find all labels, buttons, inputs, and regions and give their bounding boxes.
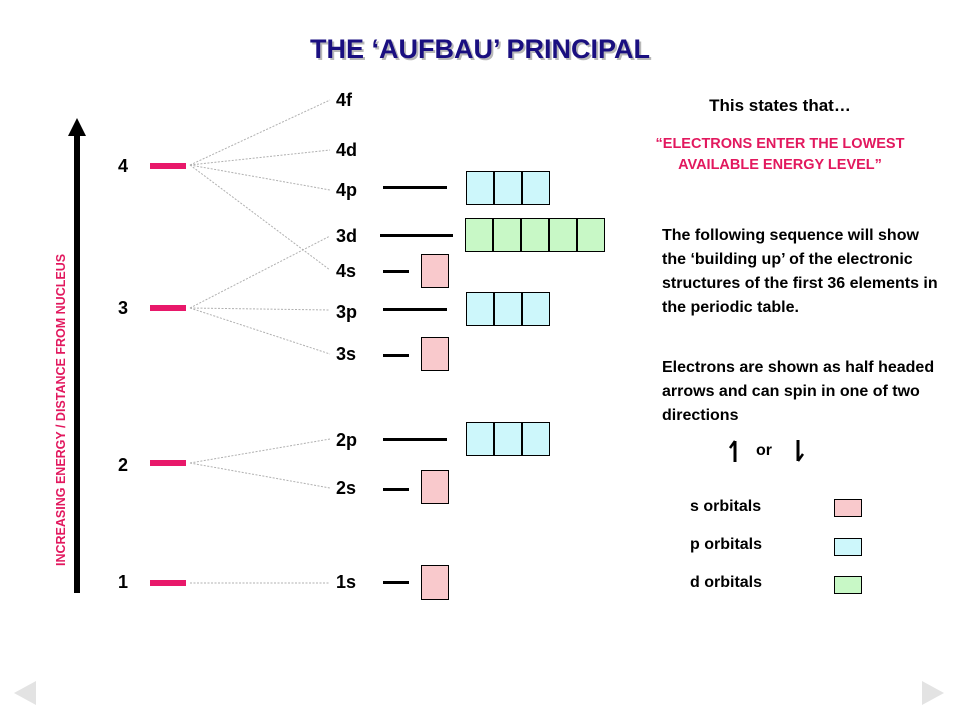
energy-line-2p — [383, 438, 447, 441]
legend-label-p: p orbitals — [690, 536, 763, 553]
shell-bar-2 — [150, 460, 186, 466]
energy-axis-arrowhead — [68, 118, 86, 136]
explanation-intro: This states that… — [709, 96, 851, 115]
energy-line-1s — [383, 581, 409, 584]
connector-2-2p — [189, 438, 331, 464]
previous-slide-icon[interactable] — [14, 681, 36, 705]
sequence-description: The following sequence will show the ‘bu… — [662, 227, 938, 316]
connector-4-4p — [189, 164, 331, 191]
legend-swatch-p — [834, 538, 862, 556]
subshell-label-4d: 4d — [336, 140, 358, 160]
legend-swatch-s — [834, 499, 862, 517]
subshell-label-4s: 4s — [336, 261, 357, 281]
legend-label-s: s orbitals — [690, 498, 762, 515]
connector-4-4s — [189, 164, 331, 271]
next-slide-icon[interactable] — [922, 681, 944, 705]
orbital-box-3p-2 — [494, 292, 522, 326]
orbital-box-3d-2 — [493, 218, 521, 252]
shell-number-3: 3 — [117, 298, 128, 318]
subshell-label-3s: 3s — [336, 344, 357, 364]
subshell-label-1s: 1s — [336, 572, 357, 592]
energy-line-3p — [383, 308, 447, 311]
connector-3-3p — [189, 307, 331, 311]
orbital-box-3d-3 — [521, 218, 549, 252]
orbital-box-1s — [421, 565, 449, 600]
spin-or-label: or — [756, 442, 772, 459]
shell-number-1: 1 — [117, 572, 128, 592]
legend-swatch-d — [834, 576, 862, 594]
energy-axis-line — [74, 128, 80, 593]
orbital-box-3d-4 — [549, 218, 577, 252]
connector-2-2s — [189, 462, 331, 489]
energy-line-3d — [380, 234, 453, 237]
energy-line-4p — [383, 186, 447, 189]
energy-line-2s — [383, 488, 409, 491]
connector-4-4f — [189, 99, 331, 166]
subshell-label-2s: 2s — [336, 478, 357, 498]
connector-4-4d — [189, 149, 331, 166]
orbital-box-4p-1 — [466, 171, 494, 205]
connector-3-3s — [189, 307, 331, 355]
orbital-box-2p-3 — [522, 422, 550, 456]
orbital-box-2s — [421, 470, 449, 504]
orbital-box-3p-3 — [522, 292, 550, 326]
subshell-label-4p: 4p — [336, 180, 358, 200]
shell-bar-1 — [150, 580, 186, 586]
subshell-label-4f: 4f — [336, 90, 353, 110]
connector-3-3d — [189, 235, 331, 309]
orbital-box-3d-1 — [465, 218, 493, 252]
shell-bar-4 — [150, 163, 186, 169]
aufbau-quote: “ELECTRONS ENTER THE LOWEST AVAILABLE EN… — [655, 136, 905, 173]
orbital-box-3s — [421, 337, 449, 371]
spin-down-arrow-icon — [796, 440, 805, 462]
shell-number-2: 2 — [117, 455, 128, 475]
orbital-box-3d-5 — [577, 218, 605, 252]
subshell-label-3p: 3p — [336, 302, 358, 322]
orbital-box-4p-2 — [494, 171, 522, 205]
orbital-box-4p-3 — [522, 171, 550, 205]
subshell-label-2p: 2p — [336, 430, 358, 450]
spin-up-arrow-icon — [728, 440, 737, 462]
orbital-box-2p-1 — [466, 422, 494, 456]
arrow-description: Electrons are shown as half headed arrow… — [662, 359, 935, 424]
energy-line-4s — [383, 270, 409, 273]
orbital-box-3p-1 — [466, 292, 494, 326]
orbital-box-4s — [421, 254, 449, 288]
slide-title: THE ‘AUFBAU’ PRINCIPAL — [309, 34, 650, 64]
legend-label-d: d orbitals — [690, 574, 763, 591]
orbital-box-2p-2 — [494, 422, 522, 456]
shell-bar-3 — [150, 305, 186, 311]
shell-number-4: 4 — [117, 156, 128, 176]
subshell-label-3d: 3d — [336, 226, 358, 246]
energy-line-3s — [383, 354, 409, 357]
